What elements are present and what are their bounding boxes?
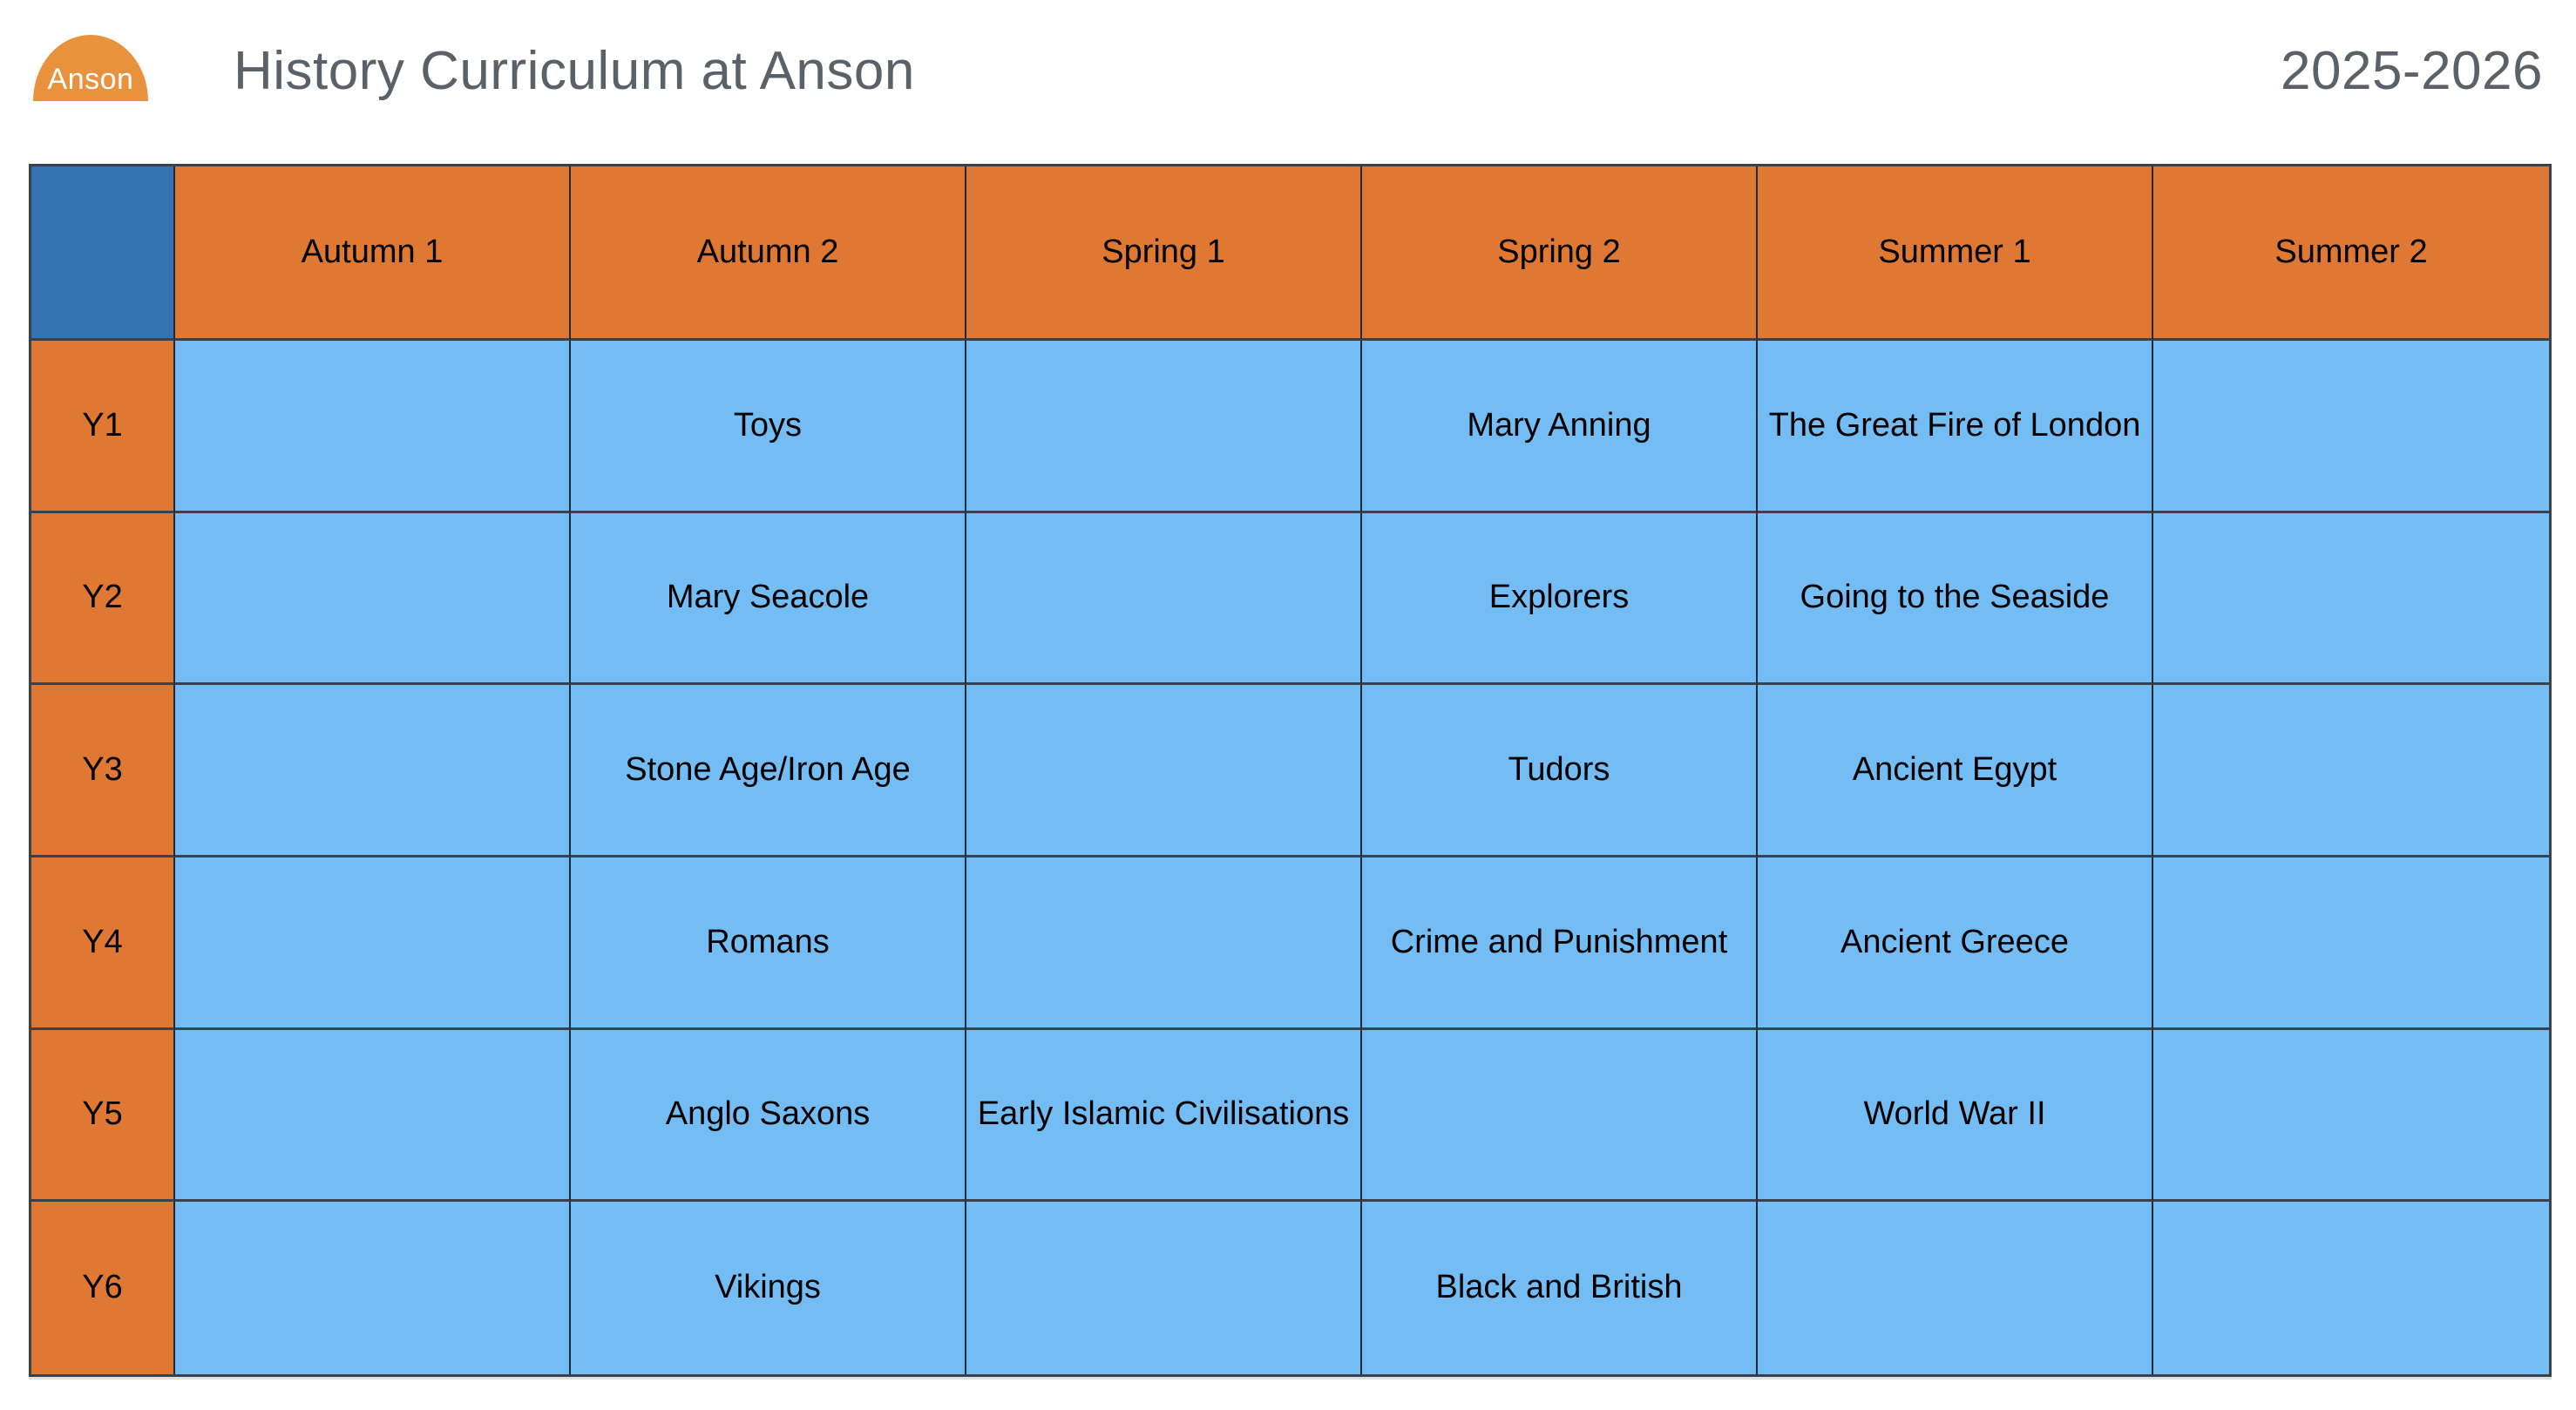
cell-y3-summer-1: Ancient Egypt: [1758, 685, 2153, 858]
cell-y3-spring-2: Tudors: [1362, 685, 1758, 858]
table-corner-cell: [31, 166, 175, 341]
cell-y5-spring-2: [1362, 1029, 1758, 1203]
column-header-autumn-1: Autumn 1: [175, 166, 571, 341]
cell-y4-autumn-1: [175, 858, 571, 1030]
cell-y2-spring-2: Explorers: [1362, 512, 1758, 686]
anson-logo: Anson: [33, 35, 148, 101]
row-header-y4: Y4: [31, 858, 175, 1030]
cell-y2-summer-1: Going to the Seaside: [1758, 512, 2153, 686]
cell-y6-summer-1: [1758, 1202, 2153, 1374]
column-header-summer-1: Summer 1: [1758, 166, 2153, 341]
cell-y6-spring-1: [966, 1202, 1362, 1374]
row-header-y1: Y1: [31, 341, 175, 513]
curriculum-table: Autumn 1 Autumn 2 Spring 1 Spring 2 Summ…: [29, 164, 2552, 1377]
cell-y6-spring-2: Black and British: [1362, 1202, 1758, 1374]
cell-y1-summer-1: The Great Fire of London: [1758, 341, 2153, 513]
cell-y5-summer-1: World War II: [1758, 1029, 2153, 1203]
cell-y4-spring-2: Crime and Punishment: [1362, 858, 1758, 1030]
column-header-summer-2: Summer 2: [2153, 166, 2549, 341]
cell-y3-autumn-1: [175, 685, 571, 858]
cell-y3-autumn-2: Stone Age/Iron Age: [571, 685, 966, 858]
cell-y2-summer-2: [2153, 512, 2549, 686]
cell-y5-summer-2: [2153, 1029, 2549, 1203]
cell-y6-autumn-2: Vikings: [571, 1202, 966, 1374]
cell-y4-spring-1: [966, 858, 1362, 1030]
cell-y1-autumn-1: [175, 341, 571, 513]
anson-logo-text: Anson: [47, 63, 134, 96]
cell-y1-spring-1: [966, 341, 1362, 513]
cell-y2-spring-1: [966, 512, 1362, 686]
row-header-y2: Y2: [31, 512, 175, 686]
cell-y3-summer-2: [2153, 685, 2549, 858]
column-header-autumn-2: Autumn 2: [571, 166, 966, 341]
page-title: History Curriculum at Anson: [234, 41, 915, 101]
column-header-spring-2: Spring 2: [1362, 166, 1758, 341]
cell-y2-autumn-1: [175, 512, 571, 686]
cell-y3-spring-1: [966, 685, 1362, 858]
cell-y5-autumn-1: [175, 1029, 571, 1203]
cell-y6-autumn-1: [175, 1202, 571, 1374]
row-header-y5: Y5: [31, 1029, 175, 1203]
cell-y5-autumn-2: Anglo Saxons: [571, 1029, 966, 1203]
cell-y6-summer-2: [2153, 1202, 2549, 1374]
cell-y4-autumn-2: Romans: [571, 858, 966, 1030]
cell-y4-summer-2: [2153, 858, 2549, 1030]
row-header-y3: Y3: [31, 685, 175, 858]
cell-y5-spring-1: Early Islamic Civilisations: [966, 1029, 1362, 1203]
column-header-spring-1: Spring 1: [966, 166, 1362, 341]
cell-y1-spring-2: Mary Anning: [1362, 341, 1758, 513]
cell-y1-autumn-2: Toys: [571, 341, 966, 513]
cell-y4-summer-1: Ancient Greece: [1758, 858, 2153, 1030]
cell-y2-autumn-2: Mary Seacole: [571, 512, 966, 686]
cell-y1-summer-2: [2153, 341, 2549, 513]
year-range: 2025-2026: [2281, 41, 2543, 101]
row-header-y6: Y6: [31, 1202, 175, 1374]
